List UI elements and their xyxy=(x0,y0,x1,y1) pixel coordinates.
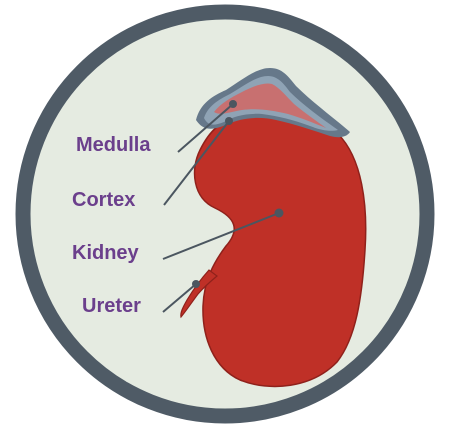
leader-dot-cortex xyxy=(225,117,233,125)
label-ureter: Ureter xyxy=(82,296,141,316)
label-kidney: Kidney xyxy=(72,243,139,263)
leader-dot-ureter xyxy=(192,280,200,288)
label-medulla: Medulla xyxy=(76,135,150,155)
label-cortex: Cortex xyxy=(72,190,135,210)
leader-dot-medulla xyxy=(229,100,237,108)
leader-dot-kidney xyxy=(275,209,284,218)
